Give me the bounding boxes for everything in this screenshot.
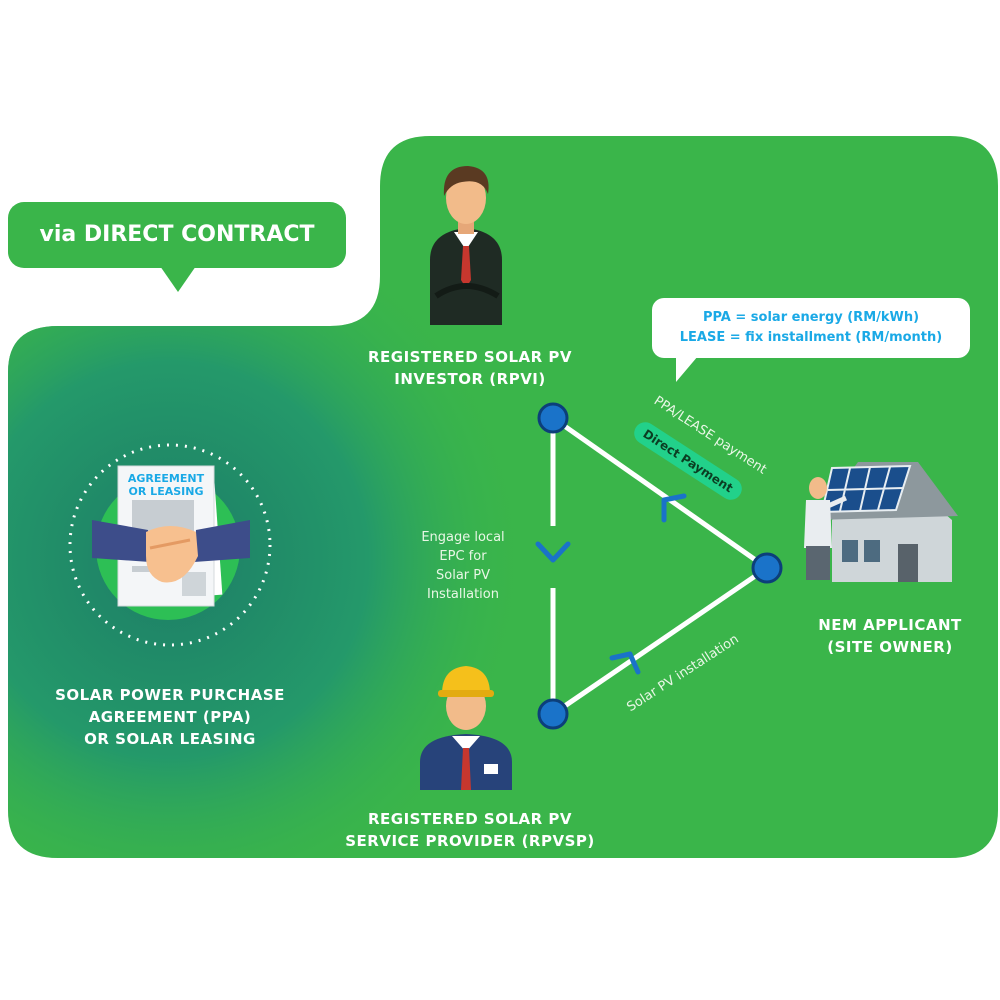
service-provider-label-line2: SERVICE PROVIDER (RPVSP) xyxy=(345,832,595,850)
bubble-pointer xyxy=(676,356,698,382)
bubble-ppa-line: PPA = solar energy (RM/kWh) xyxy=(702,310,920,325)
flow-connectors xyxy=(550,415,769,717)
investor-label-line2: INVESTOR (RPVI) xyxy=(394,370,546,388)
house-illustration xyxy=(804,462,958,582)
applicant-node xyxy=(751,552,783,584)
investor-figure xyxy=(430,166,502,325)
applicant-label-line2: (SITE OWNER) xyxy=(827,638,953,656)
engage-epc-line1: Engage local xyxy=(421,530,505,545)
investor-label-line1: REGISTERED SOLAR PV xyxy=(367,348,573,366)
arrow-down-icon xyxy=(535,541,571,563)
arrow-up-to-investor-icon xyxy=(661,493,687,523)
handshake-illustration xyxy=(68,443,272,647)
service-provider-figure xyxy=(420,666,512,790)
bubble-lease-line: LEASE = fix installment (RM/month) xyxy=(679,330,943,345)
direct-contract-tag-pointer xyxy=(160,266,196,292)
engage-epc-label: Engage local EPC for Solar PV Installati… xyxy=(398,528,528,604)
direct-contract-tag: via DIRECT CONTRACT xyxy=(8,202,346,268)
investor-node xyxy=(537,402,569,434)
ppa-caption-line2: AGREEMENT (PPA) xyxy=(88,708,252,726)
engage-epc-line2: EPC for xyxy=(439,549,487,564)
agreement-card-line1: AGREEMENT xyxy=(128,472,205,485)
applicant-label-line1: NEM APPLICANT xyxy=(818,616,962,634)
agreement-card-line2: OR LEASING xyxy=(129,485,204,498)
service-provider-label-line1: REGISTERED SOLAR PV xyxy=(367,810,573,828)
investor-label: REGISTERED SOLAR PV INVESTOR (RPVI) xyxy=(330,346,610,390)
engage-epc-line4: Installation xyxy=(426,587,499,602)
ppa-caption-line3: OR SOLAR LEASING xyxy=(84,730,256,748)
service-provider-label: REGISTERED SOLAR PV SERVICE PROVIDER (RP… xyxy=(320,808,620,852)
ppa-caption: SOLAR POWER PURCHASE AGREEMENT (PPA) OR … xyxy=(20,684,320,750)
payment-definition-bubble: PPA = solar energy (RM/kWh) LEASE = fix … xyxy=(652,298,970,358)
service-provider-node xyxy=(537,698,569,730)
engage-epc-line3: Solar PV xyxy=(436,568,490,583)
applicant-label: NEM APPLICANT (SITE OWNER) xyxy=(790,614,990,658)
ppa-caption-line1: SOLAR POWER PURCHASE xyxy=(55,686,285,704)
arrow-to-applicant-icon xyxy=(609,651,641,675)
left-panel-glow xyxy=(8,136,700,858)
